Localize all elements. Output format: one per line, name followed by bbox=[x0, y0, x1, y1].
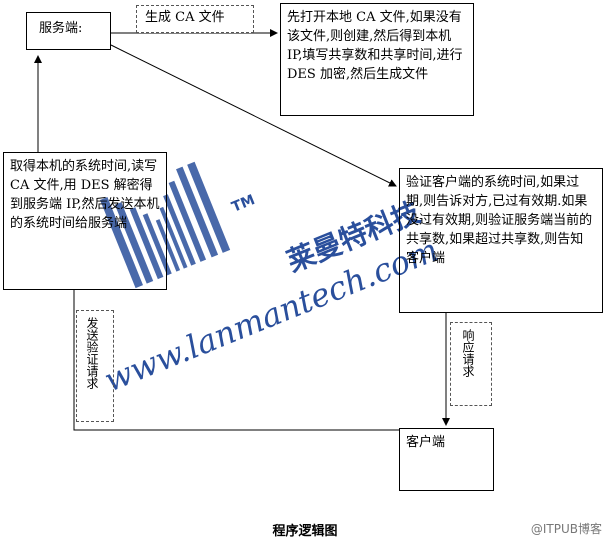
verify-node: 验证客户端的系统时间,如果过期,则告诉对方,已过有效期.如果没过有效期,则验证服… bbox=[399, 168, 603, 313]
diagram-caption: 程序逻辑图 bbox=[272, 524, 338, 539]
client-label: 客户端 bbox=[406, 435, 446, 450]
generate-ca-label-box: 生成 CA 文件 bbox=[136, 5, 254, 33]
edge-client-to-left bbox=[73, 290, 399, 431]
ca-file-node: 先打开本地 CA 文件,如果没有该文件,则创建,然后得到本机 IP,填写共享数和… bbox=[280, 3, 474, 116]
respond-label-box: 响应请求 bbox=[450, 322, 492, 406]
get-time-node: 取得本机的系统时间,读写 CA 文件,用 DES 解密得到服务端 IP,然后发送… bbox=[3, 152, 167, 290]
send-verify-label: 发送验证请求 bbox=[85, 317, 99, 389]
respond-label: 响应请求 bbox=[461, 329, 475, 377]
credit-text: @ITPUB博客 bbox=[530, 522, 602, 536]
verify-text: 验证客户端的系统时间,如果过期,则告诉对方,已过有效期.如果没过有效期,则验证服… bbox=[406, 175, 593, 266]
generate-ca-label: 生成 CA 文件 bbox=[145, 10, 225, 25]
edge-server-to-verify bbox=[110, 44, 397, 187]
client-node: 客户端 bbox=[399, 428, 494, 491]
server-label: 服务端: bbox=[39, 21, 83, 36]
server-node: 服务端: bbox=[26, 12, 111, 50]
ca-file-text: 先打开本地 CA 文件,如果没有该文件,则创建,然后得到本机 IP,填写共享数和… bbox=[287, 10, 463, 82]
send-verify-label-box: 发送验证请求 bbox=[76, 310, 114, 422]
get-time-text: 取得本机的系统时间,读写 CA 文件,用 DES 解密得到服务端 IP,然后发送… bbox=[10, 159, 160, 231]
